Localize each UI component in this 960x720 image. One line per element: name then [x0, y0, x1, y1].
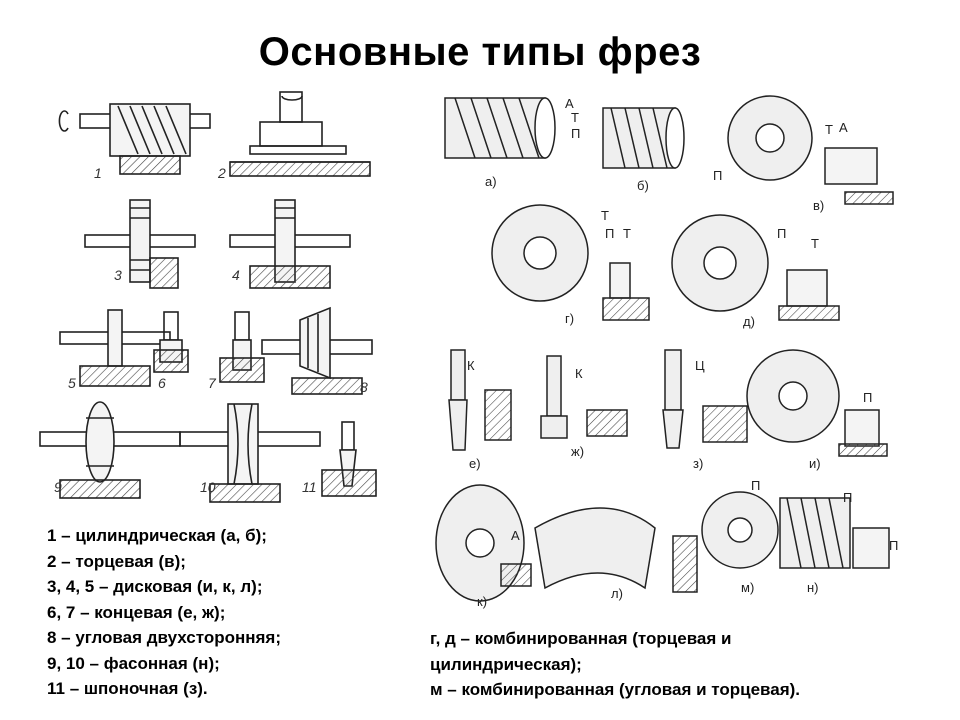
letter-k-1: К	[467, 358, 475, 373]
cutter-1-sketch	[58, 103, 211, 175]
legend-right-line-3: м – комбинированная (угловая и торцевая)…	[430, 680, 801, 699]
label-v: в)	[813, 198, 824, 213]
letter-p-8: П	[889, 538, 898, 553]
cutter-7-sketch	[219, 311, 265, 383]
letter-t-4: Т	[623, 226, 631, 241]
cutter-m-sketch	[701, 491, 779, 569]
letter-p-5: П	[863, 390, 872, 405]
cutter-n-sketch	[779, 497, 890, 569]
label-11: 11	[302, 479, 317, 495]
cutter-d-sketch	[671, 214, 840, 321]
letter-a-1: А	[565, 96, 574, 111]
label-b: б)	[637, 178, 649, 193]
cutter-3-sketch	[84, 199, 196, 289]
legend-left-line-6: 9, 10 – фасонная (н);	[47, 653, 220, 673]
page-title: Основные типы фрез	[258, 30, 702, 74]
letter-k-2: К	[575, 366, 583, 381]
letter-p-7: П	[843, 490, 852, 505]
cutter-k-sketch	[435, 484, 532, 602]
letter-p-6: П	[751, 478, 760, 493]
letter-p-1: П	[571, 126, 580, 141]
letter-t-2: Т	[825, 122, 833, 137]
legend-left-line-1: 1 – цилиндрическая (а, б);	[47, 526, 267, 545]
legend-left-line-7: 11 – шпоночная (з).	[47, 679, 208, 698]
label-8: 8	[360, 379, 368, 395]
label-e: е)	[469, 456, 481, 471]
cutter-z-sketch	[662, 349, 748, 449]
cutter-g-sketch	[491, 204, 650, 321]
cutter-e-sketch	[448, 349, 512, 451]
label-g: г)	[565, 311, 574, 326]
label-4: 4	[232, 267, 240, 283]
legend-left: 1 – цилиндрическая (а, б); 2 – торцевая …	[47, 523, 407, 702]
legend-right: г, д – комбинированная (торцевая и цилин…	[430, 626, 930, 703]
letter-p-2: П	[713, 168, 722, 183]
label-7: 7	[208, 375, 217, 391]
legend-left-line-2: 2 – торцевая (в);	[47, 551, 186, 571]
right-cutter-diagram: а) б) в) г) д) е) ж) з) и) к) л) м) н) А…	[425, 88, 925, 610]
left-cutter-diagram: 1 2 3 4 5 6 7 8 9 10 11	[30, 88, 390, 508]
letter-a-2: А	[839, 120, 848, 135]
label-2: 2	[217, 165, 226, 181]
cutter-b-sketch	[602, 107, 685, 169]
letter-t-5: Т	[811, 236, 819, 251]
letter-p-3: П	[605, 226, 614, 241]
label-6: 6	[158, 375, 166, 391]
label-10: 10	[200, 479, 216, 495]
cutter-2-sketch	[229, 91, 371, 177]
cutter-11-sketch	[321, 421, 377, 497]
cutter-l-sketch	[534, 507, 698, 593]
label-k: к)	[477, 594, 487, 609]
cutter-a-sketch	[444, 97, 556, 159]
label-5: 5	[68, 375, 76, 391]
label-z: з)	[693, 456, 703, 471]
cutter-10-sketch	[179, 403, 321, 503]
label-3: 3	[114, 267, 122, 283]
letter-t-1: Т	[571, 110, 579, 125]
letter-t-3: Т	[601, 208, 609, 223]
label-n: н)	[807, 580, 819, 595]
cutter-v-sketch	[727, 95, 894, 205]
label-i: и)	[809, 456, 821, 471]
legend-left-line-5: 8 – угловая двухсторонняя;	[47, 628, 282, 647]
cutter-zh-sketch	[540, 355, 628, 439]
letter-p-4: П	[777, 226, 786, 241]
label-a: а)	[485, 174, 497, 189]
letter-a-3: А	[511, 528, 520, 543]
cutter-i-sketch	[746, 349, 888, 457]
legend-left-line-3: 3, 4, 5 – дисковая (и, к, л);	[47, 577, 263, 596]
label-9: 9	[54, 479, 62, 495]
cutter-6-sketch	[153, 311, 189, 373]
label-m: м)	[741, 580, 754, 595]
label-zh: ж)	[571, 444, 584, 459]
cutter-9-sketch	[39, 401, 181, 499]
label-l: л)	[611, 586, 623, 601]
cutter-4-sketch	[229, 199, 351, 289]
legend-right-line-2: цилиндрическая);	[430, 654, 582, 674]
label-d: д)	[743, 314, 755, 329]
cutter-8-sketch	[261, 306, 373, 395]
legend-right-line-1: г, д – комбинированная (торцевая и	[430, 629, 732, 648]
legend-left-line-4: 6, 7 – концевая (е, ж);	[47, 602, 226, 622]
label-1: 1	[94, 165, 102, 181]
cutter-5-sketch	[59, 309, 171, 387]
letter-c-1: Ц	[695, 358, 705, 373]
